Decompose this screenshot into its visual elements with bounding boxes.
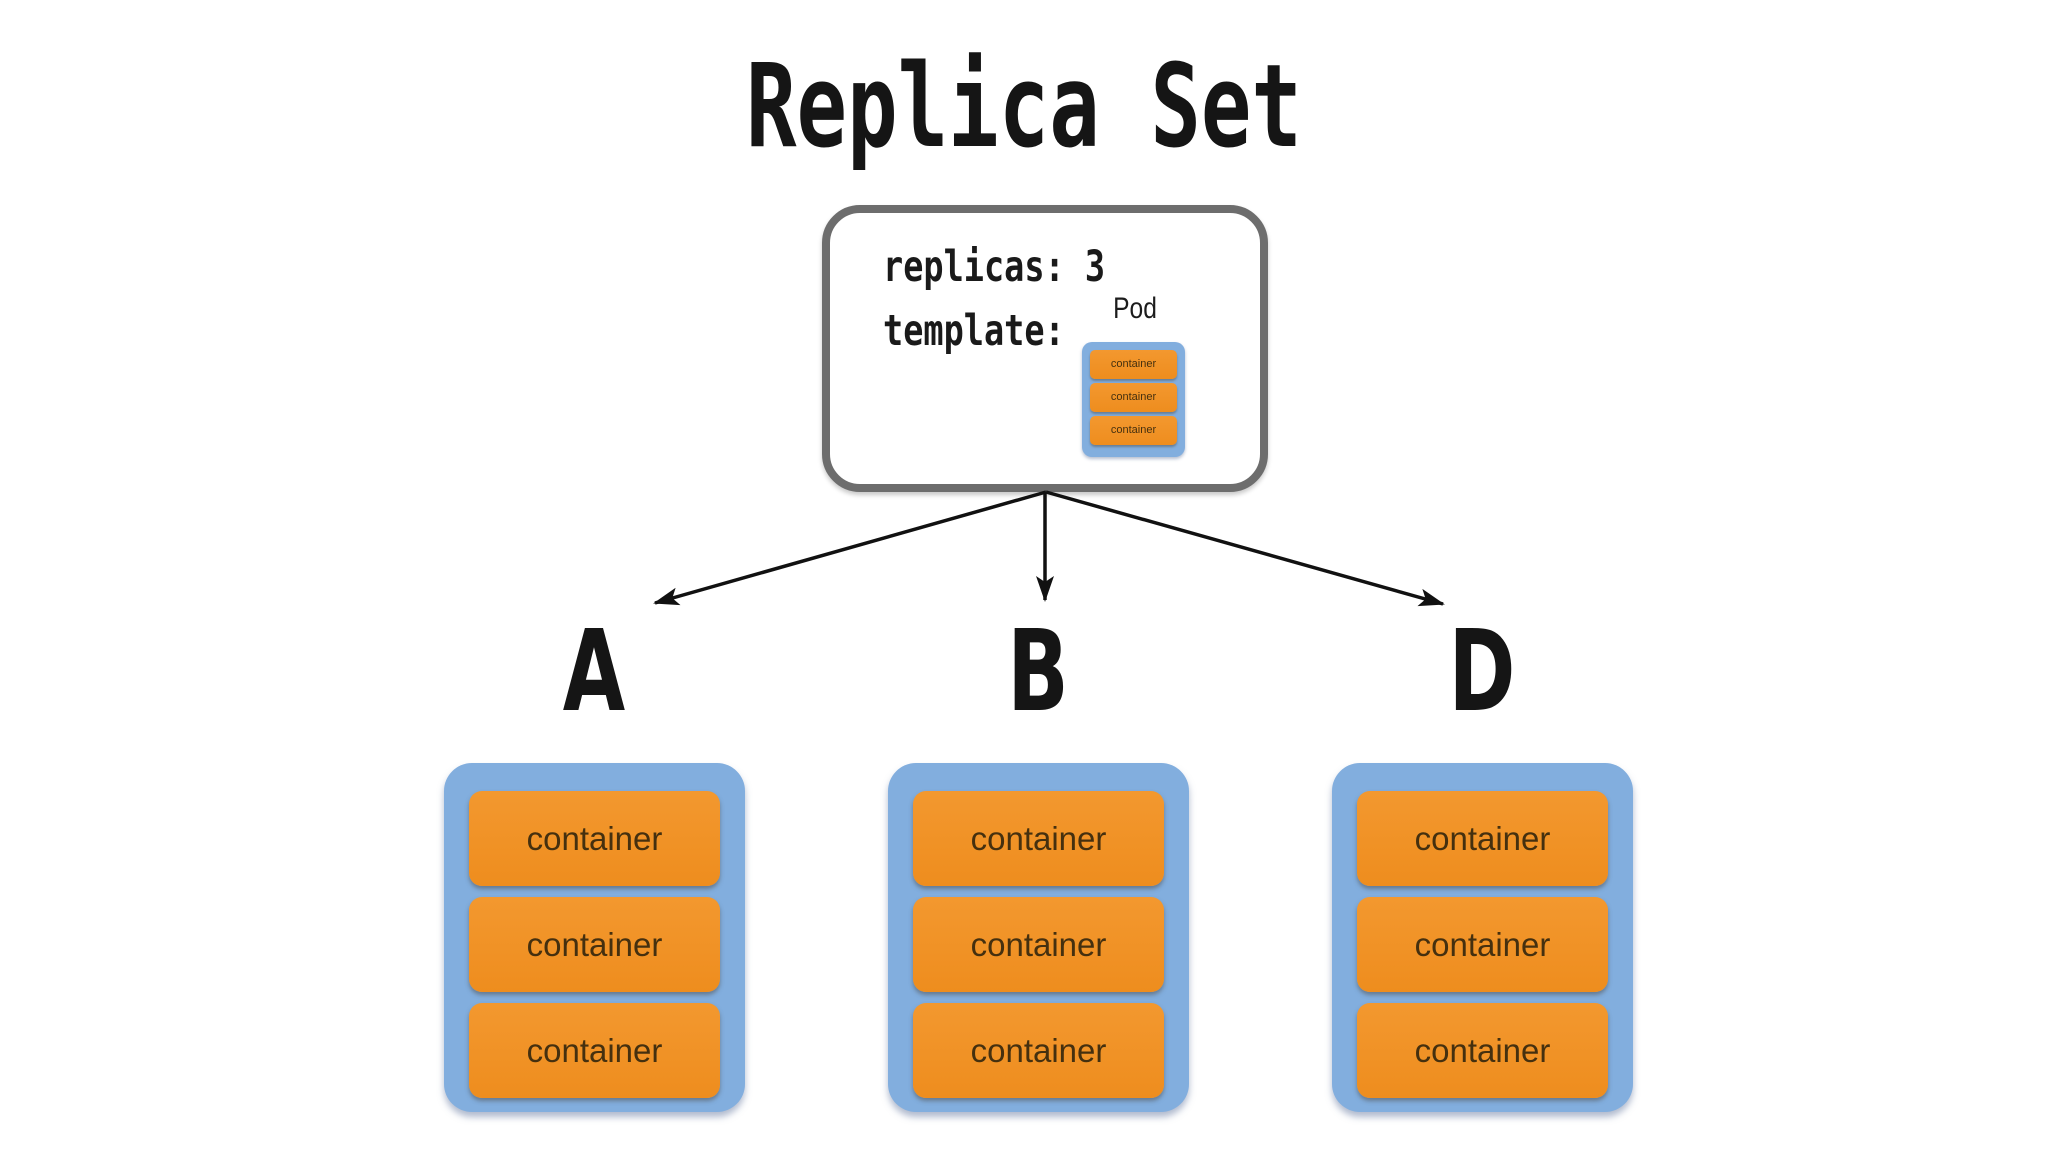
container-box: container [1357,791,1608,886]
container-box: container [469,791,720,886]
arrow-to-pod-a [653,490,1047,606]
container-box: container [913,791,1164,886]
pod-a: container container container [444,763,745,1112]
container-box: container [1357,1003,1608,1098]
container-box: container [1357,897,1608,992]
template-container: container [1090,383,1177,412]
template-pod-title: Pod [1113,292,1157,325]
pod-d-label: D [1448,607,1516,737]
container-box: container [913,897,1164,992]
container-box: container [469,897,720,992]
arrow-to-pod-d [1045,490,1445,607]
template-pod: container container container [1082,342,1185,457]
pod-a-label: A [562,607,626,737]
template-container: container [1090,416,1177,445]
spec-line-replicas: replicas: 3 [883,242,1106,292]
spec-text: replicas: 3 template: [883,235,1105,427]
container-box: container [913,1003,1164,1098]
template-container: container [1090,350,1177,379]
pod-b: container container container [888,763,1189,1112]
pod-d: container container container [1332,763,1633,1112]
spec-line-template: template: [883,306,1065,356]
container-box: container [469,1003,720,1098]
pod-b-label: B [1007,607,1069,737]
diagram-title: Replica Set [746,40,1302,174]
replicaset-spec-box: replicas: 3 template: Pod container conta… [822,205,1268,492]
